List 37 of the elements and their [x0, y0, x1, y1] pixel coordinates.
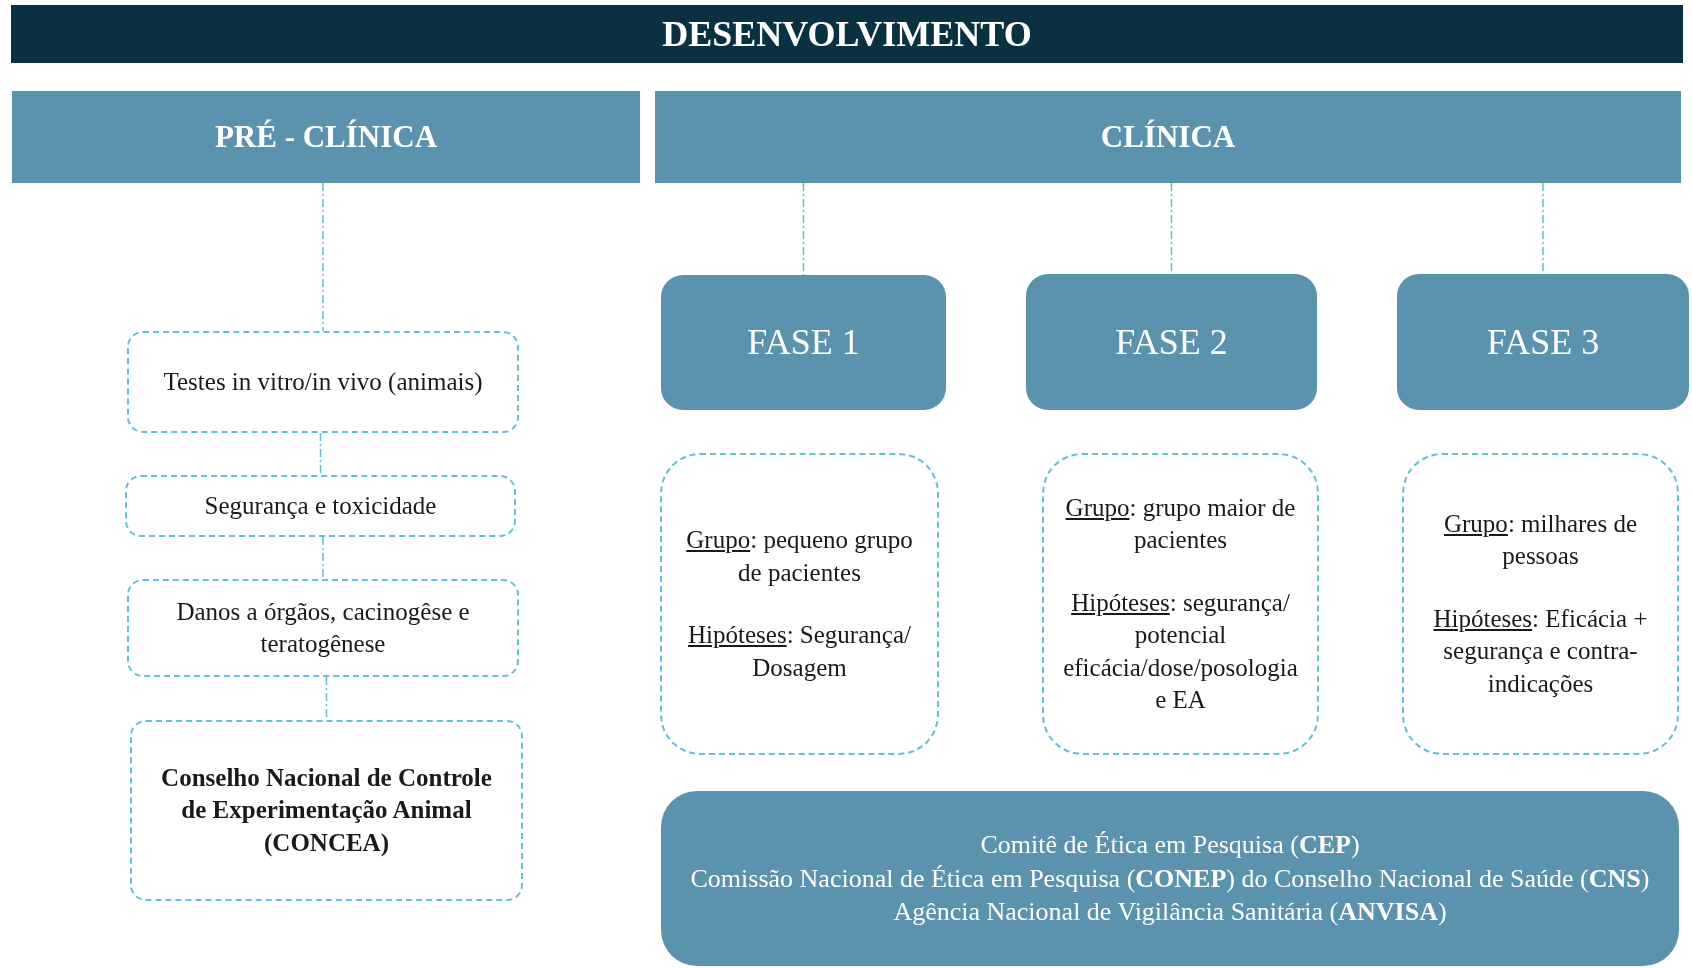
connector-line: [802, 182, 805, 276]
box-text: Grupo: pequeno grupo de pacientes: [685, 525, 914, 588]
box-text: CLÍNICA: [1100, 117, 1236, 156]
box-text: Testes in vitro/in vivo (animais): [163, 366, 483, 398]
box-text: Agência Nacional de Vigilância Sanitária (ANVISA): [893, 896, 1447, 929]
box-text: Comissão Nacional de Ética em Pesquisa (CONEP) do Conselho Nacional de Saúde (CNS): [690, 862, 1650, 895]
info-box: [130, 720, 523, 901]
connector-line: [319, 432, 322, 476]
box-text: Grupo: grupo maior de pacientes: [1064, 492, 1297, 555]
box-text: Conselho Nacional de Controle de Experimentação Animal (CONCEA): [160, 762, 493, 859]
box-text: FASE 3: [1486, 320, 1600, 364]
connector-line: [322, 182, 324, 332]
phase-box: [1397, 274, 1689, 410]
connector-line: [322, 536, 324, 580]
info-box: [127, 331, 519, 433]
phase-box: [1026, 274, 1317, 410]
box-text: Segurança e toxicidade: [204, 490, 437, 521]
box-text: FASE 1: [747, 321, 860, 365]
box-text: Danos a órgãos, cacinogêse e teratogênese: [175, 596, 471, 659]
box-text: PRÉ - CLÍNICA: [214, 117, 438, 156]
agency-panel: [661, 791, 1679, 966]
box-text: Hipóteses: Eficácia + segurança e contra-indicações: [1432, 603, 1649, 699]
info-box: [127, 579, 519, 677]
phase-box: [661, 275, 946, 410]
box-text: Hipóteses: Segurança/ Dosagem: [687, 620, 912, 683]
box-text: DESENVOLVIMENTO: [662, 12, 1032, 56]
section-header: [12, 91, 640, 183]
info-box: [660, 453, 939, 755]
info-box: [1042, 453, 1319, 755]
title-band: [11, 5, 1683, 63]
box-text: Grupo: milhares de pessoas: [1443, 508, 1638, 572]
box-text: FASE 2: [1115, 320, 1228, 364]
section-header: [655, 91, 1681, 183]
info-box: [1402, 453, 1679, 755]
info-box: [125, 475, 516, 537]
box-text: Comitê de Ética em Pesquisa (CEP): [980, 828, 1360, 861]
box-text: Hipóteses: segurança/ potencial eficácia/dose/posologia e EA: [1062, 587, 1299, 715]
